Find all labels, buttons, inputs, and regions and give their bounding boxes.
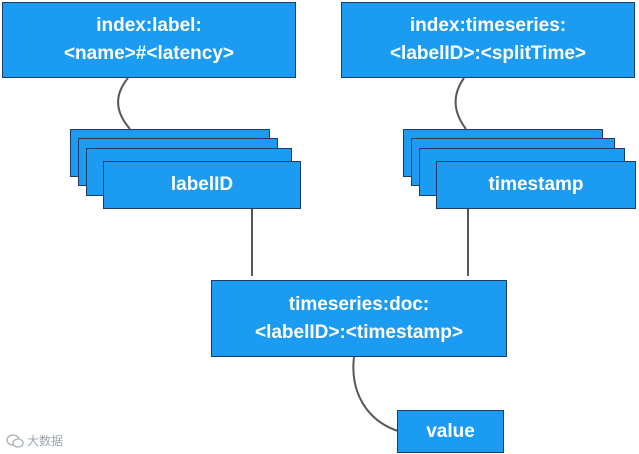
timestamp-node: timestamp — [436, 161, 636, 209]
value-node: value — [397, 410, 504, 453]
timeseries-doc-line2: <labelID>:<timestamp> — [254, 321, 464, 343]
wechat-logo-icon — [6, 433, 24, 448]
connector-index-label-to-labelid — [117, 77, 131, 130]
index-label-line2: <name>#<latency> — [63, 43, 235, 64]
labelid-node: labelID — [103, 161, 301, 209]
value-label: value — [426, 420, 475, 442]
watermark: 大数据 — [6, 432, 63, 449]
timeseries-doc-line1: timeseries:doc: — [288, 293, 430, 315]
connector-index-timeseries-to-timestamp — [454, 77, 467, 130]
index-timeseries-line2: <labelID>:<splitTime> — [389, 43, 587, 64]
timeseries-doc-node: timeseries:doc: <labelID>:<timestamp> — [211, 280, 507, 357]
index-timeseries-line1: index:timeseries: — [409, 15, 567, 36]
index-label-line1: index:label: — [96, 15, 202, 36]
timestamp-label: timestamp — [488, 174, 584, 195]
watermark-text: 大数据 — [27, 434, 64, 448]
index-timeseries-node: index:timeseries: <labelID>:<splitTime> — [341, 2, 635, 78]
connector-doc-to-value — [352, 356, 399, 432]
index-label-node: index:label: <name>#<latency> — [2, 2, 296, 78]
labelid-label: labelID — [170, 174, 234, 195]
